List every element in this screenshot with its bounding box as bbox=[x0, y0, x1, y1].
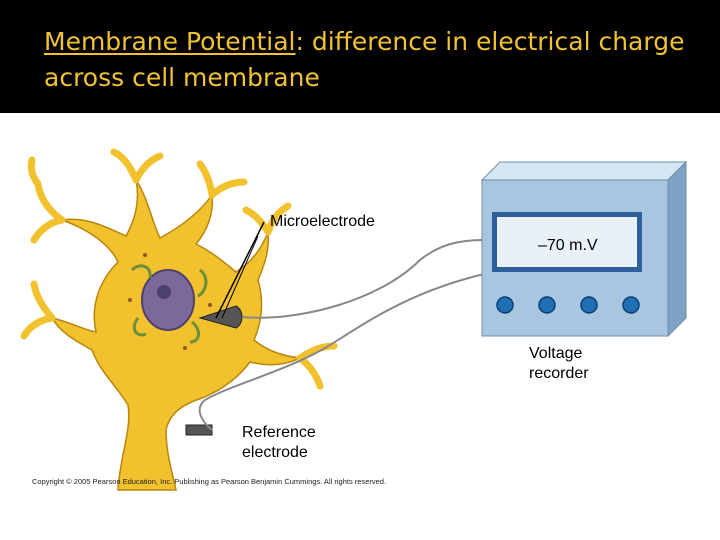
reference-electrode-label: Reference electrode bbox=[242, 423, 316, 463]
recorder-top bbox=[480, 161, 688, 181]
voltage-recorder-label-line1: Voltage bbox=[529, 345, 583, 362]
reference-electrode-label-line2: electrode bbox=[242, 444, 308, 461]
recorder-side bbox=[667, 160, 687, 338]
microelectrode bbox=[198, 239, 485, 329]
nucleolus bbox=[157, 285, 171, 299]
knob-3 bbox=[580, 296, 598, 314]
voltage-reading: –70 m.V bbox=[538, 237, 598, 254]
knob-2 bbox=[538, 296, 556, 314]
knob-1 bbox=[496, 296, 514, 314]
voltage-recorder-label-line2: recorder bbox=[529, 365, 589, 382]
microelectrode-label: Microelectrode bbox=[270, 213, 375, 230]
cell-nucleus bbox=[141, 269, 195, 331]
neuron-body bbox=[50, 179, 303, 491]
slide-header: Membrane Potential: difference in electr… bbox=[0, 0, 720, 113]
voltage-recorder bbox=[480, 160, 688, 338]
copyright-notice: Copyright © 2005 Pearson Education, Inc.… bbox=[32, 477, 387, 486]
title-rest: : difference in electrical charge across… bbox=[44, 27, 685, 92]
voltage-recorder-label: Voltage recorder bbox=[529, 344, 589, 384]
knob-4 bbox=[622, 296, 640, 314]
reference-electrode bbox=[185, 273, 485, 436]
slide-title: Membrane Potential: difference in electr… bbox=[44, 24, 694, 96]
title-term: Membrane Potential bbox=[44, 27, 296, 56]
recorder-display bbox=[497, 217, 637, 267]
microelectrode-pointer-line bbox=[215, 221, 265, 319]
neuron-cell bbox=[20, 148, 338, 491]
reference-electrode-label-line1: Reference bbox=[242, 424, 316, 441]
